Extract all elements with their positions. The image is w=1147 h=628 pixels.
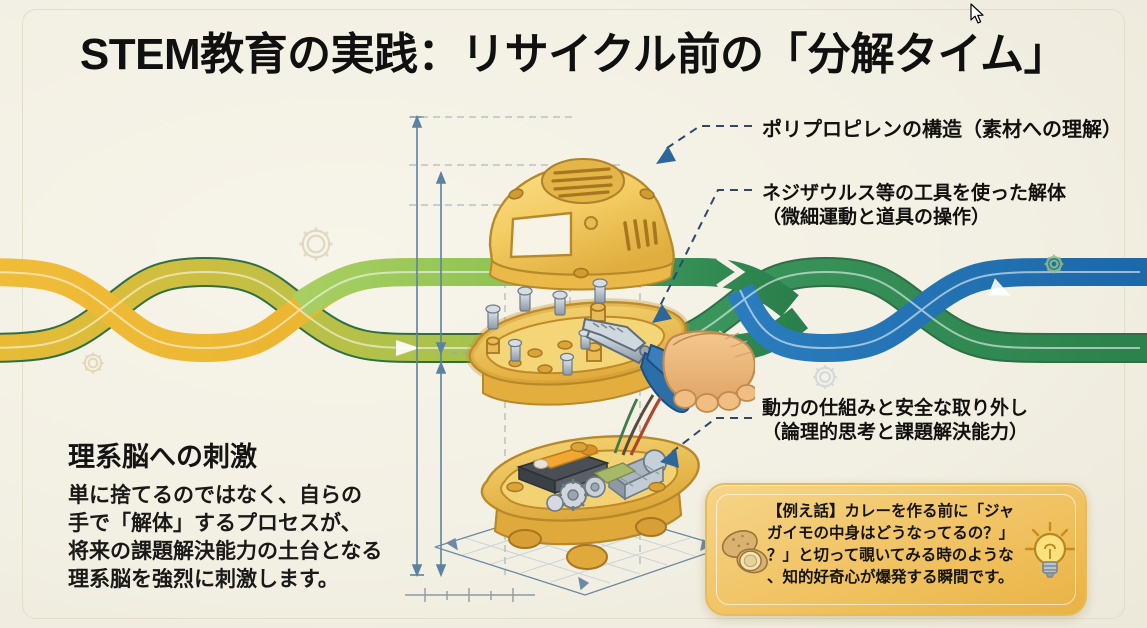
- bottom-base-part: [433, 394, 727, 596]
- left-heading: 理系脳への刺激: [68, 442, 257, 472]
- gear-icon: [82, 352, 104, 374]
- callout-inner-border: [716, 494, 1076, 605]
- example-callout-box: 【例え話】カレーを作る前に「ジャ ガイモの中身はどうなってるの？」 ？」と切って…: [705, 483, 1087, 616]
- left-body: 単に捨てるのではなく、自らの 手で「解体」するプロセスが、 将来の課題解決能力の…: [68, 484, 383, 592]
- dimension-lines: [410, 114, 447, 578]
- callout-text: 【例え話】カレーを作る前に「ジャ ガイモの中身はどうなってるの？」 ？」と切って…: [767, 503, 1015, 586]
- page-title: STEM教育の実践：リサイクル前の「分解タイム」: [79, 30, 1068, 79]
- lightbulb-icon: [1024, 521, 1076, 578]
- screws: [485, 278, 608, 376]
- potato-icon: [721, 530, 768, 574]
- gear-icon: [812, 364, 838, 390]
- mouse-pointer-icon: [970, 3, 984, 24]
- pliers-and-hand: [581, 317, 755, 413]
- top-shell-part: [488, 158, 675, 291]
- annotation-structure: ポリプロピレンの構造（素材への理解）: [762, 119, 1122, 141]
- annotation-tools: ネジザウルス等の工具を使った解体 （微細運動と道具の操作）: [762, 183, 1067, 229]
- annotation-power: 動力の仕組みと安全な取り外し （論理的思考と課題解決能力）: [762, 398, 1029, 444]
- left-text-block: 理系脳への刺激 単に捨てるのではなく、自らの 手で「解体」するプロセスが、 将来…: [68, 435, 418, 595]
- exploded-device-diagram: [405, 114, 755, 602]
- gear-icon: [299, 227, 333, 261]
- gear-icon: [1044, 254, 1064, 274]
